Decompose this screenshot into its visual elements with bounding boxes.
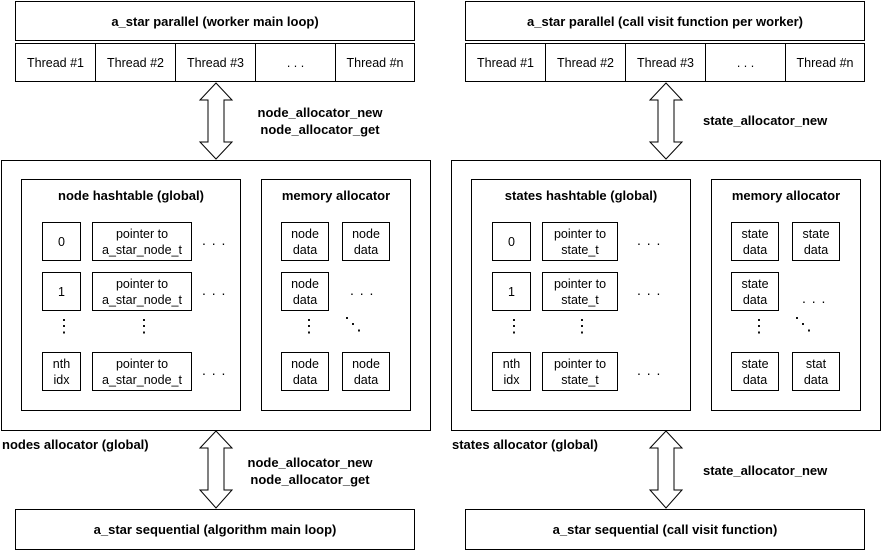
left-top-arrow-label-1: node_allocator_new: [257, 105, 383, 120]
left-pointer-1: pointer to a_star_node_t: [92, 272, 192, 311]
left-index-n: nth idx: [42, 352, 81, 391]
right-container-label: states allocator (global): [452, 437, 598, 452]
left-title: a_star parallel (worker main loop): [111, 13, 319, 29]
right-memory-cell-4: state data: [731, 352, 779, 391]
right-footer-box: a_star sequential (call visit function): [465, 509, 865, 550]
left-thread-n-label: Thread #n: [346, 55, 404, 70]
left-memory-cell-2: node data: [342, 222, 390, 261]
left-hash-rown-ellipsis: . . .: [202, 362, 227, 378]
right-hash-rown-ellipsis: . . .: [637, 362, 662, 378]
right-hashtable-title: states hashtable (global): [504, 188, 658, 203]
left-hash-row0-ellipsis: . . .: [202, 232, 227, 248]
left-memory-box: memory allocator node data node data nod…: [261, 179, 411, 411]
left-container-label: nodes allocator (global): [2, 437, 149, 452]
left-memory-row1-ellipsis: . . .: [350, 282, 375, 298]
right-footer: a_star sequential (call visit function): [552, 522, 778, 537]
right-top-arrow-label: state_allocator_new: [703, 113, 828, 128]
right-memory-row1-ellipsis: . . .: [802, 290, 827, 306]
left-top-double-arrow: [198, 82, 234, 160]
left-thread-1-label: Thread #1: [27, 55, 84, 70]
left-hashtable-title: node hashtable (global): [58, 188, 204, 203]
left-top-arrow-label-2: node_allocator_get: [260, 122, 380, 137]
right-memory-box: memory allocator state data state data s…: [711, 179, 861, 411]
left-memory-cell-5: node data: [342, 352, 390, 391]
left-thread-ellipsis-label: . . .: [286, 55, 305, 70]
left-thread-row: Thread #1 Thread #2 Thread #3 . . . Thre…: [15, 43, 415, 82]
right-index-1: 1: [492, 272, 531, 311]
right-thread-3-label: Thread #3: [637, 55, 694, 70]
left-memory-cell-4: node data: [281, 352, 329, 391]
left-thread-2-label: Thread #2: [107, 55, 164, 70]
right-memory-title: memory allocator: [731, 188, 841, 203]
right-top-double-arrow: [648, 82, 684, 160]
left-thread-3: Thread #3: [175, 43, 256, 82]
right-thread-ellipsis-label: . . .: [736, 55, 755, 70]
right-memory-diagonal-ellipsis: ⋱: [794, 314, 812, 334]
right-pointer-1: pointer to state_t: [542, 272, 618, 311]
right-memory-cell-5: stat data: [792, 352, 840, 391]
right-thread-n: Thread #n: [785, 43, 865, 82]
right-thread-3: Thread #3: [625, 43, 706, 82]
right-thread-n-label: Thread #n: [796, 55, 854, 70]
left-hash-row1-ellipsis: . . .: [202, 282, 227, 298]
right-hash-pointer-vertical-ellipsis: ⋮: [573, 316, 591, 336]
right-memory-cell-1: state data: [731, 222, 779, 261]
left-title-box: a_star parallel (worker main loop): [15, 1, 415, 41]
right-memory-cell-2: state data: [792, 222, 840, 261]
left-pointer-0: pointer to a_star_node_t: [92, 222, 192, 261]
left-bottom-double-arrow: [198, 430, 234, 509]
left-footer-box: a_star sequential (algorithm main loop): [15, 509, 415, 550]
left-memory-diagonal-ellipsis: ⋱: [344, 314, 362, 334]
right-title: a_star parallel (call visit function per…: [527, 13, 803, 29]
left-pointer-n: pointer to a_star_node_t: [92, 352, 192, 391]
left-memory-title: memory allocator: [281, 188, 391, 203]
right-hash-row1-ellipsis: . . .: [637, 282, 662, 298]
left-hash-index-vertical-ellipsis: ⋮: [55, 316, 73, 336]
left-memory-cell-1: node data: [281, 222, 329, 261]
right-index-n: nth idx: [492, 352, 531, 391]
left-footer: a_star sequential (algorithm main loop): [93, 522, 337, 537]
right-hash-row0-ellipsis: . . .: [637, 232, 662, 248]
left-memory-cell-3: node data: [281, 272, 329, 311]
left-thread-ellipsis: . . .: [255, 43, 336, 82]
right-allocator-container: states hashtable (global) 0 pointer to s…: [451, 160, 881, 431]
left-thread-1: Thread #1: [15, 43, 96, 82]
left-thread-3-label: Thread #3: [187, 55, 244, 70]
left-bottom-arrow-label-2: node_allocator_get: [250, 472, 370, 487]
left-memory-vertical-ellipsis: ⋮: [300, 316, 318, 336]
right-pointer-0: pointer to state_t: [542, 222, 618, 261]
left-index-1: 1: [42, 272, 81, 311]
right-thread-row: Thread #1 Thread #2 Thread #3 . . . Thre…: [465, 43, 865, 82]
right-hashtable-box: states hashtable (global) 0 pointer to s…: [471, 179, 691, 411]
left-bottom-arrow-label: node_allocator_new node_allocator_get: [240, 454, 380, 488]
right-memory-vertical-ellipsis: ⋮: [750, 316, 768, 336]
right-bottom-double-arrow: [648, 430, 684, 509]
left-hashtable-box: node hashtable (global) 0 pointer to a_s…: [21, 179, 241, 411]
right-thread-ellipsis: . . .: [705, 43, 786, 82]
right-bottom-arrow-label: state_allocator_new: [703, 463, 828, 478]
left-thread-n: Thread #n: [335, 43, 415, 82]
left-allocator-container: node hashtable (global) 0 pointer to a_s…: [1, 160, 431, 431]
right-memory-cell-3: state data: [731, 272, 779, 311]
right-hash-index-vertical-ellipsis: ⋮: [505, 316, 523, 336]
left-bottom-arrow-label-1: node_allocator_new: [247, 455, 373, 470]
right-thread-2: Thread #2: [545, 43, 626, 82]
right-thread-1: Thread #1: [465, 43, 546, 82]
left-index-0: 0: [42, 222, 81, 261]
left-top-arrow-label: node_allocator_new node_allocator_get: [250, 104, 390, 138]
left-hash-pointer-vertical-ellipsis: ⋮: [135, 316, 153, 336]
right-pointer-n: pointer to state_t: [542, 352, 618, 391]
left-thread-2: Thread #2: [95, 43, 176, 82]
right-thread-1-label: Thread #1: [477, 55, 534, 70]
right-title-box: a_star parallel (call visit function per…: [465, 1, 865, 41]
right-index-0: 0: [492, 222, 531, 261]
right-thread-2-label: Thread #2: [557, 55, 614, 70]
